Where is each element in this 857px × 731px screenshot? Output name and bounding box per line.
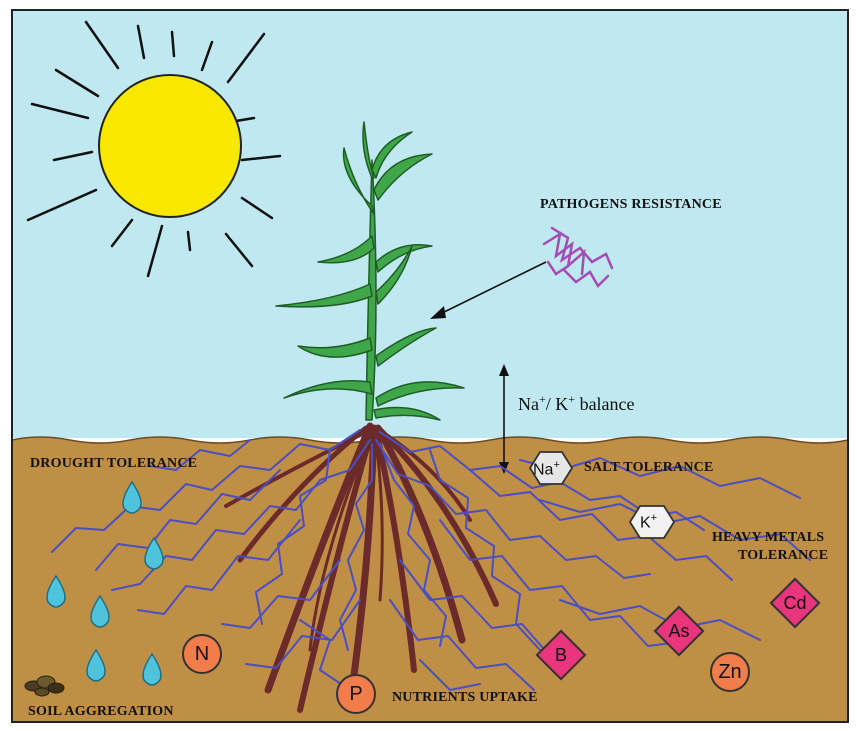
sky-background <box>12 10 848 438</box>
cadmium-metal: Cd <box>770 578 820 628</box>
potassium-ion: K+ <box>640 512 657 532</box>
heavy-metals-label-line2: TOLERANCE <box>738 548 828 564</box>
soil-aggregation-label: SOIL AGGREGATION <box>28 704 174 720</box>
nutrients-uptake-label: NUTRIENTS UPTAKE <box>392 690 538 706</box>
boron-metal: B <box>536 630 586 680</box>
arsenic-metal: As <box>654 606 704 656</box>
salt-tolerance-label: SALT TOLERANCE <box>584 460 714 476</box>
phosphorus-nutrient: P <box>336 674 376 714</box>
sodium-ion: Na+ <box>533 459 560 479</box>
heavy-metals-label-line1: HEAVY METALS <box>712 530 824 546</box>
drought-tolerance-label: DROUGHT TOLERANCE <box>30 456 197 472</box>
zinc-metal: Zn <box>710 652 750 692</box>
na-k-balance-label: Na+/ K+ balance <box>518 392 635 415</box>
nitrogen-nutrient: N <box>182 634 222 674</box>
pathogens-resistance-label: PATHOGENS RESISTANCE <box>540 197 722 213</box>
